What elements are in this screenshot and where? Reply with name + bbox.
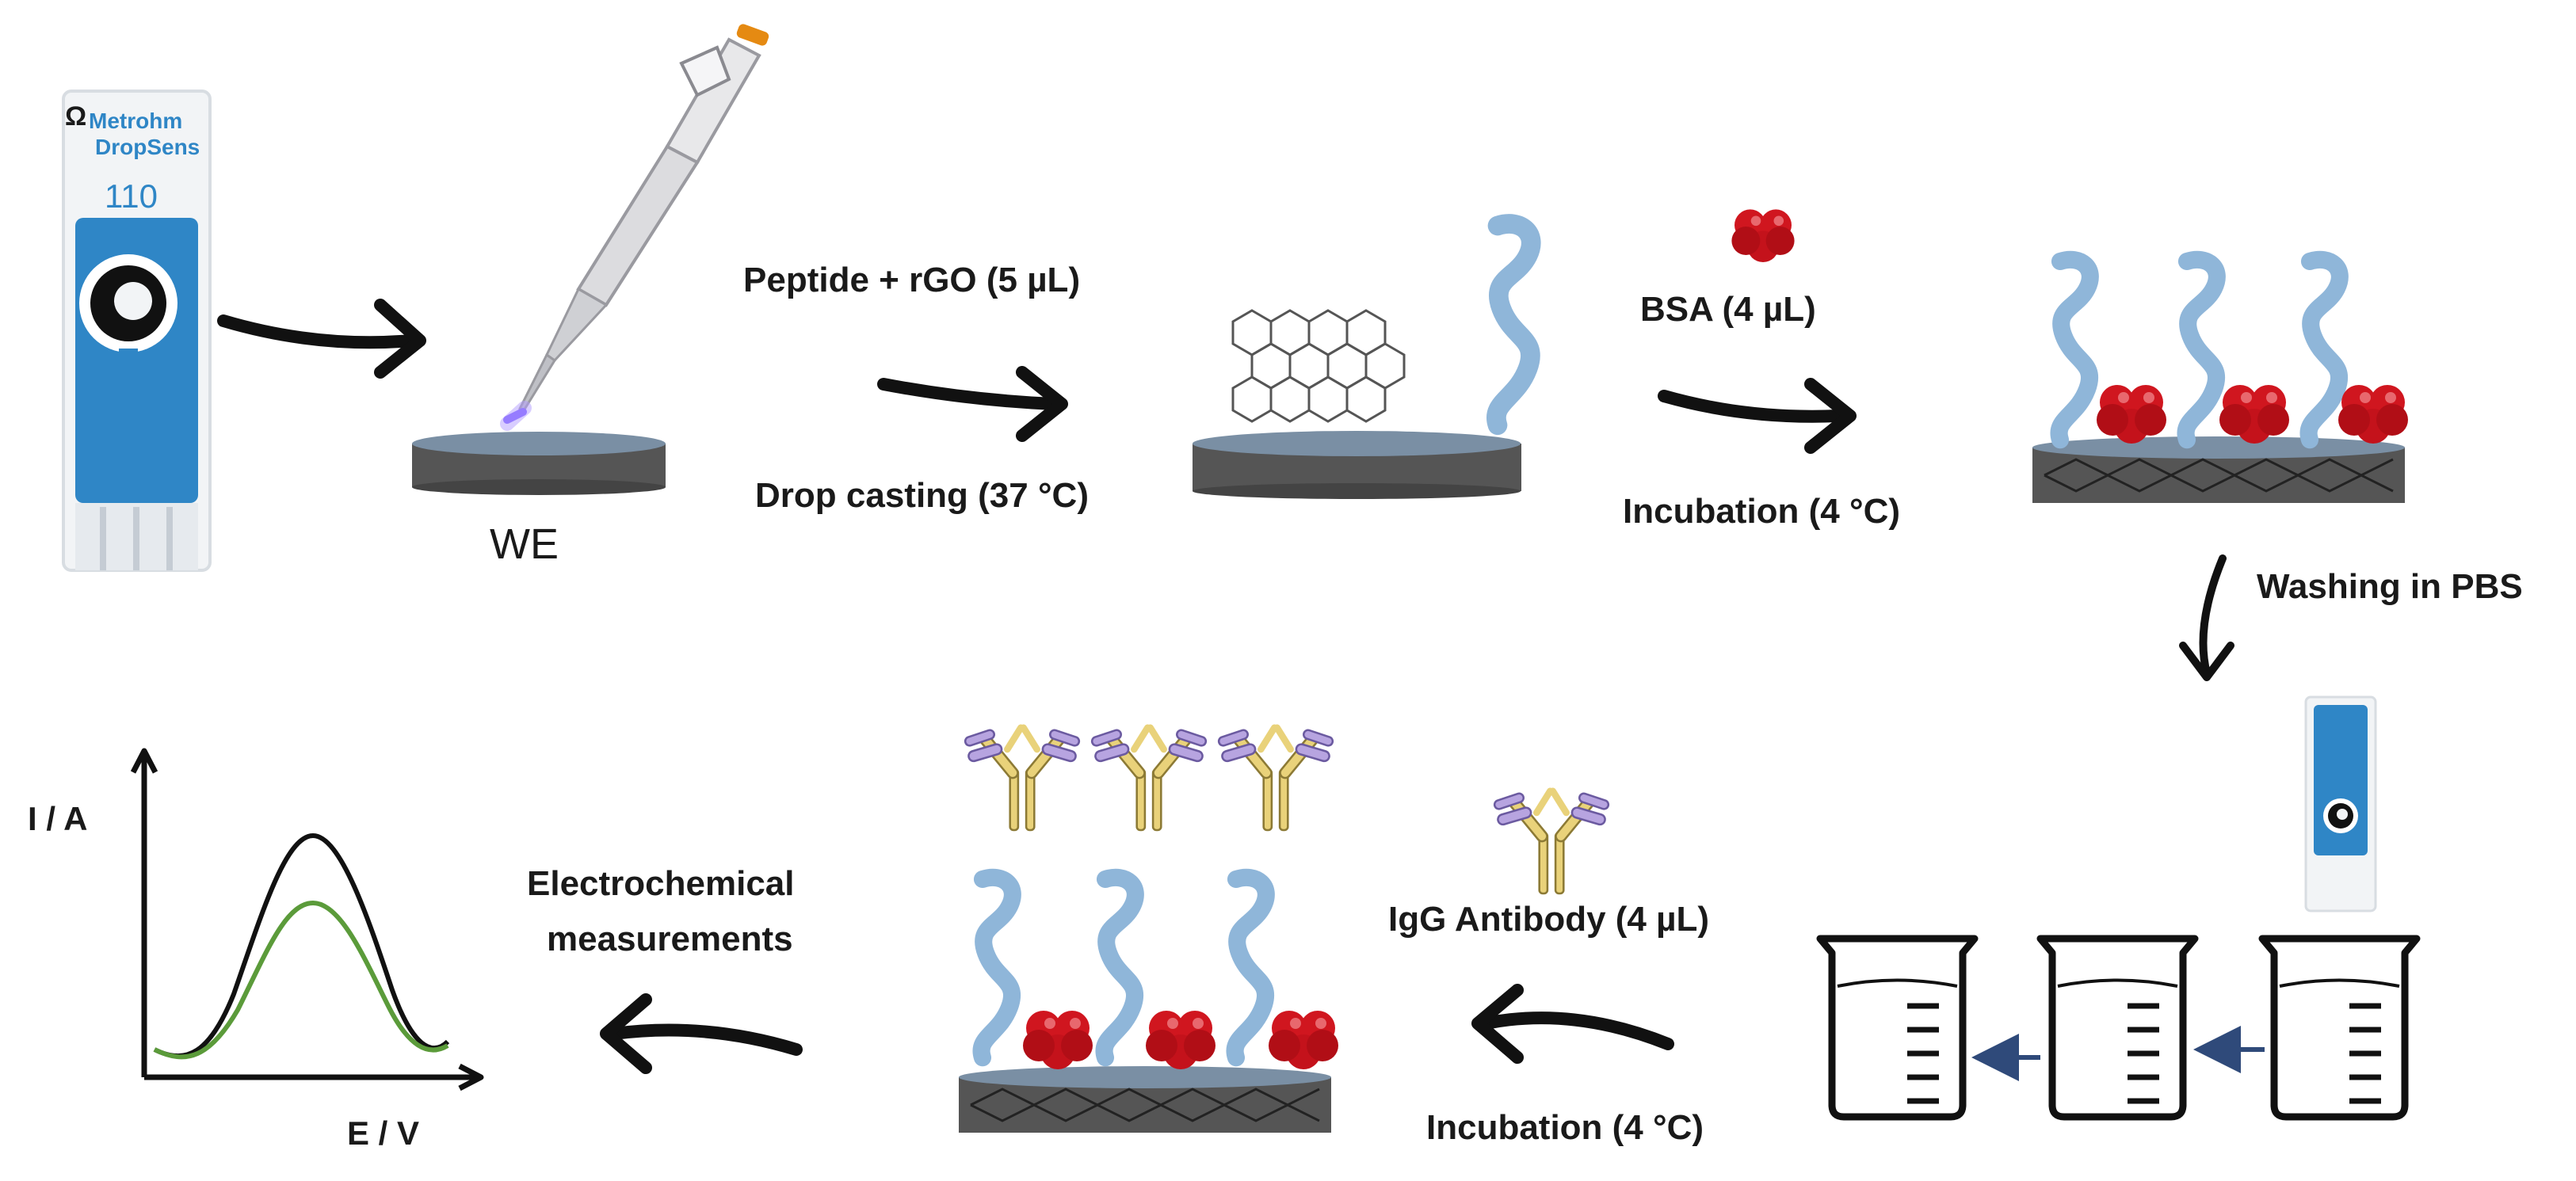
step2-reagent-label: BSA (4 µL) (1640, 290, 1816, 329)
electrode-bsa-blocked (2032, 260, 2408, 503)
beaker-3 (2262, 939, 2417, 1117)
plot-y-label: I / A (28, 800, 87, 837)
pipette-icon (500, 24, 769, 431)
curve-green (153, 900, 449, 1060)
step5-label-line2: measurements (547, 920, 793, 958)
sensor-strip-small (2304, 695, 2377, 912)
arrow-left-1 (1479, 1011, 1674, 1050)
step4-reagent-label: IgG Antibody (4 µL) (1388, 900, 1709, 939)
sensor-logo-icon: Ω (65, 101, 86, 131)
sensor-brand-line1: Metrohm (89, 109, 182, 133)
beaker-2 (2040, 939, 2195, 1117)
step1-reagent-label: Peptide + rGO (5 µL) (743, 261, 1080, 299)
step2-condition-label: Incubation (4 °C) (1623, 492, 1900, 531)
arrow-right-3 (1658, 390, 1845, 423)
peptide-icon (1496, 224, 1531, 425)
sensor-brand-line2: DropSens (95, 135, 200, 159)
beaker-1 (1820, 939, 1975, 1117)
plot-x-label: E / V (347, 1114, 419, 1152)
arrow-left-2 (608, 1023, 803, 1056)
electrode-label: WE (490, 520, 559, 568)
bsa-icon (1731, 209, 1795, 262)
electrode-rgo-peptide (1193, 431, 1521, 499)
electrode-antibody-bound (959, 728, 1338, 1133)
step1-condition-label: Drop casting (37 °C) (755, 476, 1089, 515)
voltammogram-plot (130, 748, 484, 1091)
step5-label-line1: Electrochemical (527, 864, 795, 903)
curve-black (153, 832, 450, 1058)
sensor-strip-large (62, 90, 212, 572)
arrow-down-wash (2199, 554, 2227, 677)
sensor-model: 110 (105, 177, 158, 215)
step4-condition-label: Incubation (4 °C) (1426, 1108, 1704, 1147)
working-electrode (412, 432, 666, 495)
arrow-right-1 (217, 314, 418, 349)
arrow-right-2 (877, 378, 1060, 410)
antibody-icon (1499, 791, 1605, 893)
graphene-sheet-icon (1231, 309, 1406, 423)
step3-label: Washing in PBS (2257, 567, 2523, 606)
